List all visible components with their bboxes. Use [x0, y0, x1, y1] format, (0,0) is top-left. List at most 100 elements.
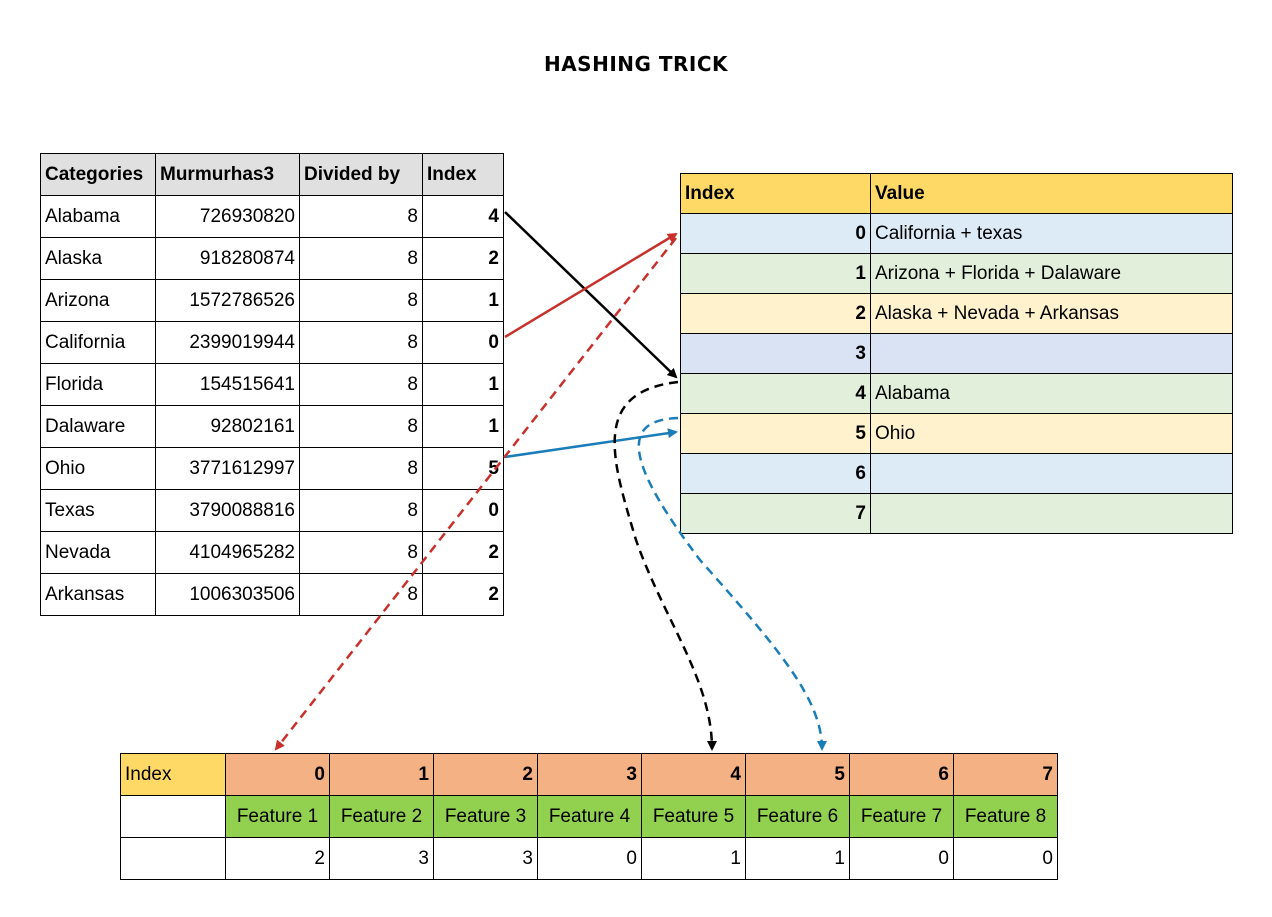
table-row: 0 California + texas: [680, 213, 1233, 254]
table-row: 2 Alaska + Nevada + Arkansas: [680, 293, 1233, 334]
index-cell: 1: [422, 279, 504, 322]
feature-name-cell: Feature 8: [953, 795, 1058, 838]
arrow-alabama-to-bucket-4: [504, 211, 678, 379]
header-bucket-index: Index: [680, 173, 871, 214]
table-row: Texas 3790088816 8 0: [40, 489, 504, 532]
feature-count-cell: 3: [433, 837, 538, 880]
category-cell: California: [40, 321, 156, 364]
divisor-cell: 8: [299, 195, 423, 238]
bucket-table-header-row: Index Value: [680, 173, 1233, 214]
index-cell: 5: [422, 447, 504, 490]
header-divided-by: Divided by: [299, 153, 423, 196]
hash-cell: 726930820: [155, 195, 300, 238]
category-cell: Alaska: [40, 237, 156, 280]
bucket-index-cell: 6: [680, 453, 871, 494]
index-cell: 1: [422, 405, 504, 448]
bucket-value-cell: Alabama: [870, 373, 1233, 414]
divisor-cell: 8: [299, 531, 423, 574]
diagram-title: HASHING TRICK: [543, 52, 729, 76]
table-row: Florida 154515641 8 1: [40, 363, 504, 406]
feature-index-cell: 0: [225, 753, 330, 796]
feature-count-cell: 1: [745, 837, 850, 880]
divisor-cell: 8: [299, 279, 423, 322]
table-row: 1 Arizona + Florida + Dalaware: [680, 253, 1233, 294]
bucket-value-cell: Alaska + Nevada + Arkansas: [870, 293, 1233, 334]
feature-index-cell: 7: [953, 753, 1058, 796]
table-row: Arizona 1572786526 8 1: [40, 279, 504, 322]
table-row: 6: [680, 453, 1233, 494]
bucket-value-cell: [870, 493, 1233, 534]
table-row: 3: [680, 333, 1233, 374]
hash-table-header-row: Categories Murmurhas3 Divided by Index: [40, 153, 504, 196]
feature-count-cell: 0: [537, 837, 642, 880]
bucket-value-cell: Arizona + Florida + Dalaware: [870, 253, 1233, 294]
feature-index-cell: 2: [433, 753, 538, 796]
header-index: Index: [422, 153, 504, 196]
divisor-cell: 8: [299, 321, 423, 364]
table-row: Alabama 726930820 8 4: [40, 195, 504, 238]
feature-name-cell: Feature 1: [225, 795, 330, 838]
index-cell: 4: [422, 195, 504, 238]
feature-index-label: Index: [120, 753, 226, 796]
index-cell: 2: [422, 531, 504, 574]
hash-cell: 918280874: [155, 237, 300, 280]
arrow-ohio-to-bucket-5: [504, 428, 678, 459]
hash-cell: 1006303506: [155, 573, 300, 616]
header-categories: Categories: [40, 153, 156, 196]
bucket-index-cell: 4: [680, 373, 871, 414]
divisor-cell: 8: [299, 363, 423, 406]
feature-index-cell: 4: [641, 753, 746, 796]
hash-cell: 4104965282: [155, 531, 300, 574]
bucket-index-cell: 5: [680, 413, 871, 454]
feature-count-row: 2 3 3 0 1 1 0 0: [120, 837, 1058, 880]
bucket-value-cell: Ohio: [870, 413, 1233, 454]
feature-blank-cell: [120, 795, 226, 838]
table-row: 5 Ohio: [680, 413, 1233, 454]
category-cell: Arizona: [40, 279, 156, 322]
bucket-table: Index Value 0 California + texas 1 Arizo…: [680, 173, 1233, 534]
category-cell: Texas: [40, 489, 156, 532]
feature-count-cell: 0: [849, 837, 954, 880]
feature-index-cell: 3: [537, 753, 642, 796]
table-row: Arkansas 1006303506 8 2: [40, 573, 504, 616]
hash-cell: 3771612997: [155, 447, 300, 490]
divisor-cell: 8: [299, 447, 423, 490]
divisor-cell: 8: [299, 489, 423, 532]
feature-index-cell: 1: [329, 753, 434, 796]
index-cell: 0: [422, 321, 504, 364]
feature-index-cell: 6: [849, 753, 954, 796]
bucket-value-cell: [870, 333, 1233, 374]
table-row: Nevada 4104965282 8 2: [40, 531, 504, 574]
feature-index-row: Index 0 1 2 3 4 5 6 7: [120, 753, 1058, 796]
hash-cell: 92802161: [155, 405, 300, 448]
feature-count-cell: 1: [641, 837, 746, 880]
bucket-index-cell: 7: [680, 493, 871, 534]
table-row: Dalaware 92802161 8 1: [40, 405, 504, 448]
feature-count-cell: 3: [329, 837, 434, 880]
divisor-cell: 8: [299, 405, 423, 448]
feature-name-cell: Feature 3: [433, 795, 538, 838]
index-cell: 0: [422, 489, 504, 532]
feature-count-cell: 0: [953, 837, 1058, 880]
feature-name-cell: Feature 2: [329, 795, 434, 838]
table-row: California 2399019944 8 0: [40, 321, 504, 364]
arrow-california-to-bucket-0: [504, 232, 678, 339]
table-row: 4 Alabama: [680, 373, 1233, 414]
bucket-index-cell: 2: [680, 293, 871, 334]
feature-name-row: Feature 1 Feature 2 Feature 3 Feature 4 …: [120, 795, 1058, 838]
category-cell: Dalaware: [40, 405, 156, 448]
divisor-cell: 8: [299, 237, 423, 280]
bucket-value-cell: [870, 453, 1233, 494]
hash-cell: 2399019944: [155, 321, 300, 364]
table-row: 7: [680, 493, 1233, 534]
category-cell: Florida: [40, 363, 156, 406]
category-cell: Nevada: [40, 531, 156, 574]
header-bucket-value: Value: [870, 173, 1233, 214]
table-row: Alaska 918280874 8 2: [40, 237, 504, 280]
index-cell: 2: [422, 573, 504, 616]
category-cell: Ohio: [40, 447, 156, 490]
bucket-index-cell: 0: [680, 213, 871, 254]
table-row: Ohio 3771612997 8 5: [40, 447, 504, 490]
hash-cell: 1572786526: [155, 279, 300, 322]
feature-vector-table: Index 0 1 2 3 4 5 6 7 Feature 1 Feature …: [120, 753, 1058, 880]
